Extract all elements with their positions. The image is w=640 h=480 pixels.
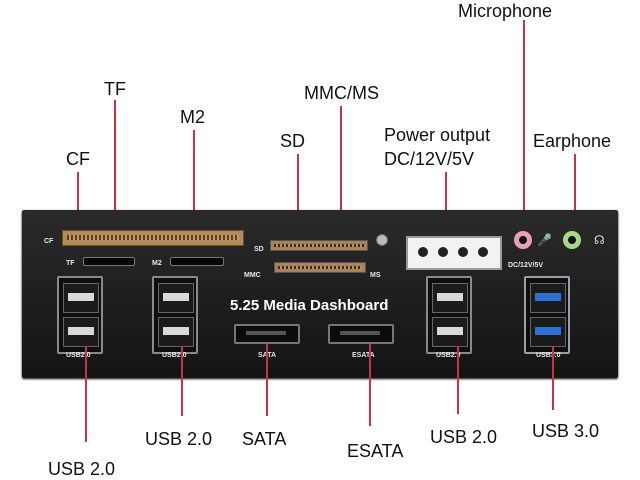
- activity-led: [376, 234, 388, 246]
- tf-card-slot: [83, 257, 135, 266]
- callout-sd: SD: [280, 131, 306, 151]
- sata-port: [234, 324, 300, 344]
- panel-label-esata: ESATA: [352, 352, 375, 359]
- callout-m2: M2: [180, 107, 206, 127]
- callout-tf: TF: [104, 79, 126, 99]
- leader-line-esata: [369, 344, 371, 426]
- m2-card-slot: [170, 257, 224, 266]
- panel-label-usb-second: USB2.0: [162, 352, 187, 359]
- leader-line-usb20-right: [457, 346, 459, 414]
- callout-esata: ESATA: [347, 441, 404, 461]
- panel-label-ms: MS: [370, 272, 381, 279]
- power-pin: [458, 247, 468, 257]
- leader-line-microphone: [523, 20, 525, 228]
- callout-microphone: Microphone: [458, 1, 553, 21]
- usb20-port-second: [152, 276, 198, 354]
- usb20-port-right: [426, 276, 472, 354]
- callout-usb20-right: USB 2.0: [430, 427, 498, 447]
- leader-line-usb20-second: [181, 346, 183, 416]
- callout-sata: SATA: [242, 429, 287, 449]
- panel-label-mmc: MMC: [244, 272, 261, 279]
- leader-line-usb30: [552, 346, 554, 410]
- panel-label-usb3: USB3.0: [536, 352, 561, 359]
- power-output-connector: [406, 236, 502, 270]
- leader-line-mmc-ms: [340, 106, 342, 266]
- leader-line-sd: [297, 154, 299, 240]
- power-pin: [438, 247, 448, 257]
- leader-line-earphone: [574, 154, 576, 230]
- mmc-ms-card-slot: [274, 262, 366, 273]
- earphone-jack: [563, 231, 581, 249]
- callout-earphone: Earphone: [533, 131, 612, 151]
- leader-line-power-output: [445, 172, 447, 236]
- power-pin: [478, 247, 488, 257]
- callout-cf: CF: [66, 149, 90, 169]
- callout-usb30: USB 3.0: [532, 421, 600, 441]
- panel-label-dc: DC/12V/5V: [508, 262, 544, 269]
- panel-label-sd: SD: [254, 246, 264, 253]
- callout-usb20-second: USB 2.0: [145, 429, 213, 449]
- callout-usb20-left: USB 2.0: [48, 459, 116, 479]
- leader-line-m2: [193, 130, 195, 254]
- microphone-icon: 🎤: [537, 233, 552, 247]
- panel-label-usb-right: USB2.0: [436, 352, 461, 359]
- cf-card-slot: [62, 230, 244, 246]
- panel-label-usb-left: USB2.0: [66, 352, 91, 359]
- callout-mmc-ms: MMC/MS: [304, 83, 379, 103]
- microphone-jack: [514, 231, 532, 249]
- power-pin: [418, 247, 428, 257]
- usb20-port-left: [57, 276, 103, 354]
- leader-line-tf: [114, 100, 116, 252]
- leader-line-cf: [77, 172, 79, 232]
- leader-line-sata: [266, 344, 268, 416]
- callout-power-output-voltage: DC/12V/5V: [384, 149, 475, 169]
- panel-label-cf: CF: [44, 238, 54, 245]
- usb30-port: [524, 276, 570, 354]
- esata-port: [328, 324, 394, 344]
- leader-line-usb20-left: [85, 346, 87, 442]
- panel-label-tf: TF: [66, 260, 75, 267]
- panel-label-m2: M2: [152, 260, 162, 267]
- callout-power-output: Power output: [384, 125, 491, 145]
- sd-card-slot: [270, 240, 368, 251]
- headphone-icon: ☊: [594, 233, 605, 247]
- panel-title: 5.25 Media Dashboard: [230, 297, 389, 314]
